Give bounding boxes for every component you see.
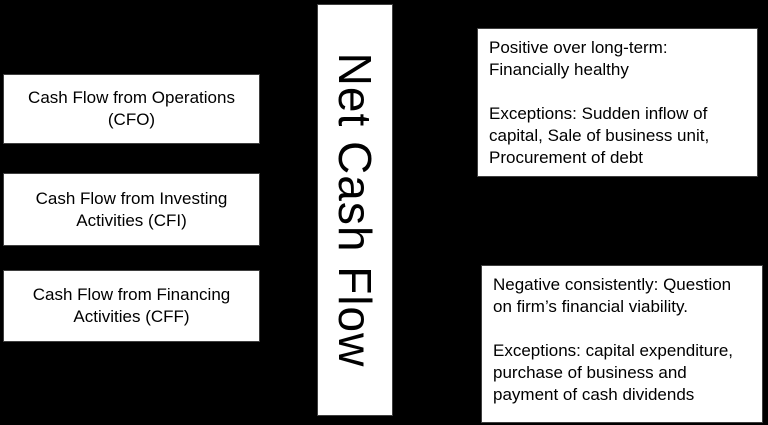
negative-interpretation-box: Negative consistently: Question on firm’…: [481, 265, 763, 423]
cfi-box: Cash Flow from Investing Activities (CFI…: [3, 173, 260, 246]
cfi-box-label: Cash Flow from Investing Activities (CFI…: [35, 188, 228, 230]
positive-interpretation-box: Positive over long-term: Financially hea…: [477, 28, 758, 177]
cff-box: Cash Flow from Financing Activities (CFF…: [3, 270, 260, 342]
net-cash-flow-label: Net Cash Flow: [329, 52, 381, 368]
cfo-box-label: Cash Flow from Operations (CFO): [28, 88, 235, 129]
positive-summary-text: Positive over long-term: Financially hea…: [489, 38, 668, 79]
negative-exceptions-text: Exceptions: capital expenditure, purchas…: [493, 341, 734, 404]
positive-exceptions-text: Exceptions: Sudden inflow of capital, Sa…: [489, 104, 710, 167]
cfo-box: Cash Flow from Operations (CFO): [3, 74, 260, 144]
net-cash-flow-box: Net Cash Flow: [317, 4, 393, 416]
cff-box-label: Cash Flow from Financing Activities (CFF…: [32, 285, 231, 326]
negative-summary-text: Negative consistently: Question on firm’…: [493, 275, 732, 316]
